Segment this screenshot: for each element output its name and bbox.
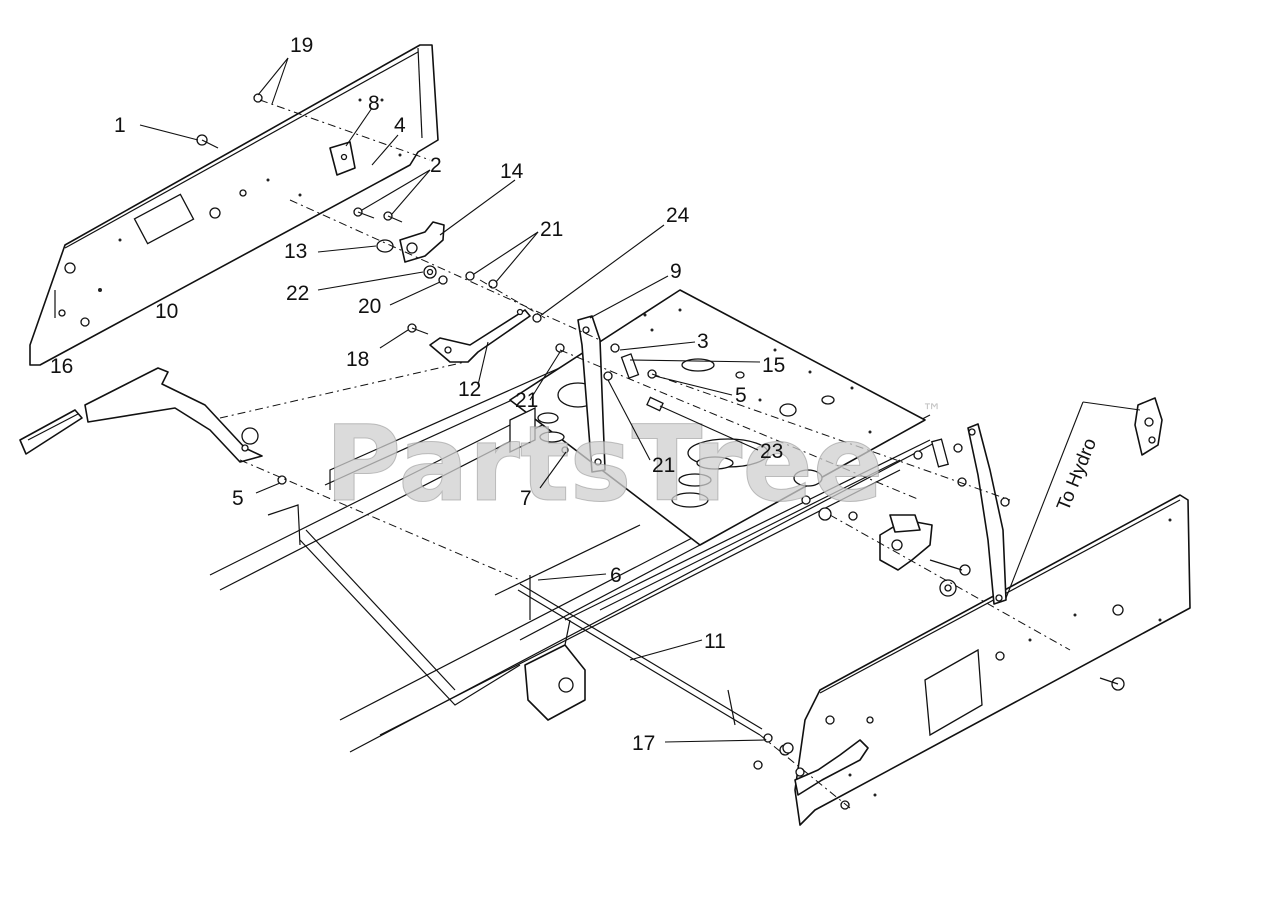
lever-9 bbox=[577, 315, 606, 473]
assembly-lines bbox=[219, 99, 1071, 809]
callout-10: 10 bbox=[155, 300, 178, 323]
bushing-13 bbox=[376, 239, 394, 253]
callout-19: 19 bbox=[290, 34, 313, 57]
callout-21-top: 21 bbox=[540, 218, 563, 241]
callout-16: 16 bbox=[50, 355, 73, 378]
nut-21-b bbox=[488, 279, 498, 289]
callout-24: 24 bbox=[666, 204, 690, 227]
callout-4: 4 bbox=[394, 114, 406, 137]
to-hydro-label: To Hydro bbox=[1053, 436, 1101, 514]
callout-labels: 19 1 8 4 2 14 21 24 13 9 22 20 10 3 18 1… bbox=[50, 34, 785, 755]
watermark: PartsTree ™ bbox=[325, 399, 943, 526]
grip-16 bbox=[19, 409, 83, 455]
nut-5-left bbox=[277, 475, 287, 485]
callout-15: 15 bbox=[762, 354, 785, 377]
callout-1: 1 bbox=[114, 114, 126, 137]
callout-5-right: 5 bbox=[735, 384, 747, 407]
left-panel-bracket-8 bbox=[329, 141, 356, 176]
hydro-bracket bbox=[1134, 397, 1163, 456]
arm-12 bbox=[429, 308, 531, 363]
deck-plate bbox=[509, 289, 926, 546]
spring-right bbox=[931, 438, 949, 468]
watermark-text: PartsTree bbox=[325, 403, 883, 525]
nut-21-d bbox=[603, 371, 613, 381]
callout-5-left: 5 bbox=[232, 487, 244, 510]
callout-8: 8 bbox=[368, 92, 380, 115]
watermark-trademark: ™ bbox=[922, 399, 942, 423]
callout-21-low: 21 bbox=[652, 454, 675, 477]
spring-15 bbox=[620, 353, 640, 379]
callout-14: 14 bbox=[500, 160, 524, 183]
rear-hitch bbox=[524, 619, 586, 721]
callout-23: 23 bbox=[760, 440, 783, 463]
hardware bbox=[196, 93, 1125, 810]
nut-24 bbox=[532, 313, 542, 323]
callout-22: 22 bbox=[286, 282, 309, 305]
callout-21-mid: 21 bbox=[515, 389, 538, 412]
callout-3: 3 bbox=[697, 330, 709, 353]
lever-10 bbox=[84, 367, 263, 463]
callout-20: 20 bbox=[358, 295, 381, 318]
callout-leaders bbox=[139, 57, 765, 743]
bracket-14 bbox=[399, 221, 445, 263]
washer-3 bbox=[610, 343, 620, 353]
right-lever bbox=[967, 423, 1007, 605]
callout-18: 18 bbox=[346, 348, 369, 371]
callout-7: 7 bbox=[520, 487, 532, 510]
left-side-panel bbox=[29, 44, 439, 366]
callout-13: 13 bbox=[284, 240, 307, 263]
callout-9: 9 bbox=[670, 260, 682, 283]
bushing-17 bbox=[782, 742, 794, 754]
nut-21-a bbox=[465, 271, 475, 281]
callout-6: 6 bbox=[610, 564, 622, 587]
nut-20 bbox=[438, 275, 448, 285]
callout-2: 2 bbox=[430, 154, 442, 177]
callout-12: 12 bbox=[458, 378, 481, 401]
callout-17: 17 bbox=[632, 732, 655, 755]
right-bracket bbox=[879, 514, 933, 571]
callout-11: 11 bbox=[704, 630, 726, 653]
